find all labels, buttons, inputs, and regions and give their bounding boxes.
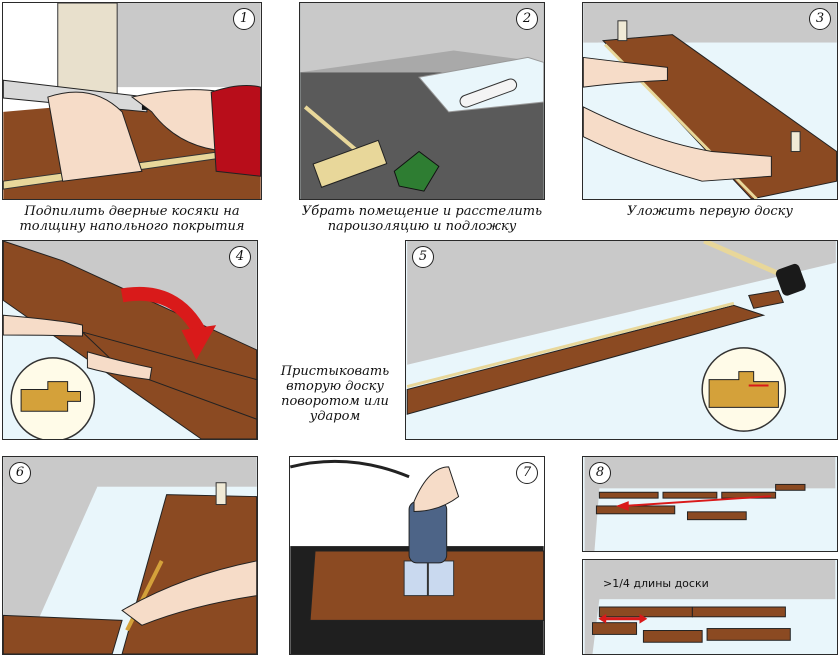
step-8-bottom-illustration [583,560,837,654]
step-number: 4 [229,246,251,268]
step-number: 1 [233,8,255,30]
step-8-top-illustration [583,457,837,551]
step-4-illustration [3,241,257,439]
step-5-illustration [406,241,837,439]
step-6-illustration [3,457,257,654]
step-1-illustration [3,3,261,199]
step-6-panel: 6 [2,456,258,655]
step-5-panel: 5 [405,240,838,440]
step-3-caption: Уложить первую доску [582,204,838,219]
step-3-illustration [583,3,837,199]
step-7-panel: 7 [289,456,545,655]
step-4-panel: 4 [2,240,258,440]
step-1-panel: 1 [2,2,262,200]
step-3-panel: 3 [582,2,838,200]
step-number: 3 [809,8,831,30]
step-number: 6 [9,462,31,484]
step-2-illustration [300,3,544,199]
step-number: 5 [412,246,434,268]
step-8-panel-top: 8 [582,456,838,552]
attach-second-board-caption: Пристыковать вторую доску поворотом или … [270,364,400,424]
quarter-length-note: >1/4 длины доски [603,577,709,590]
step-1-caption: Подпилить дверные косяки на толщину напо… [0,204,264,234]
step-2-panel: 2 [299,2,545,200]
step-7-illustration [290,457,544,654]
step-8-panel-bottom: >1/4 длины доски [582,559,838,655]
step-2-caption: Убрать помещение и расстелить пароизоляц… [291,204,553,234]
step-number: 2 [516,8,538,30]
step-number: 7 [516,462,538,484]
step-number: 8 [589,462,611,484]
